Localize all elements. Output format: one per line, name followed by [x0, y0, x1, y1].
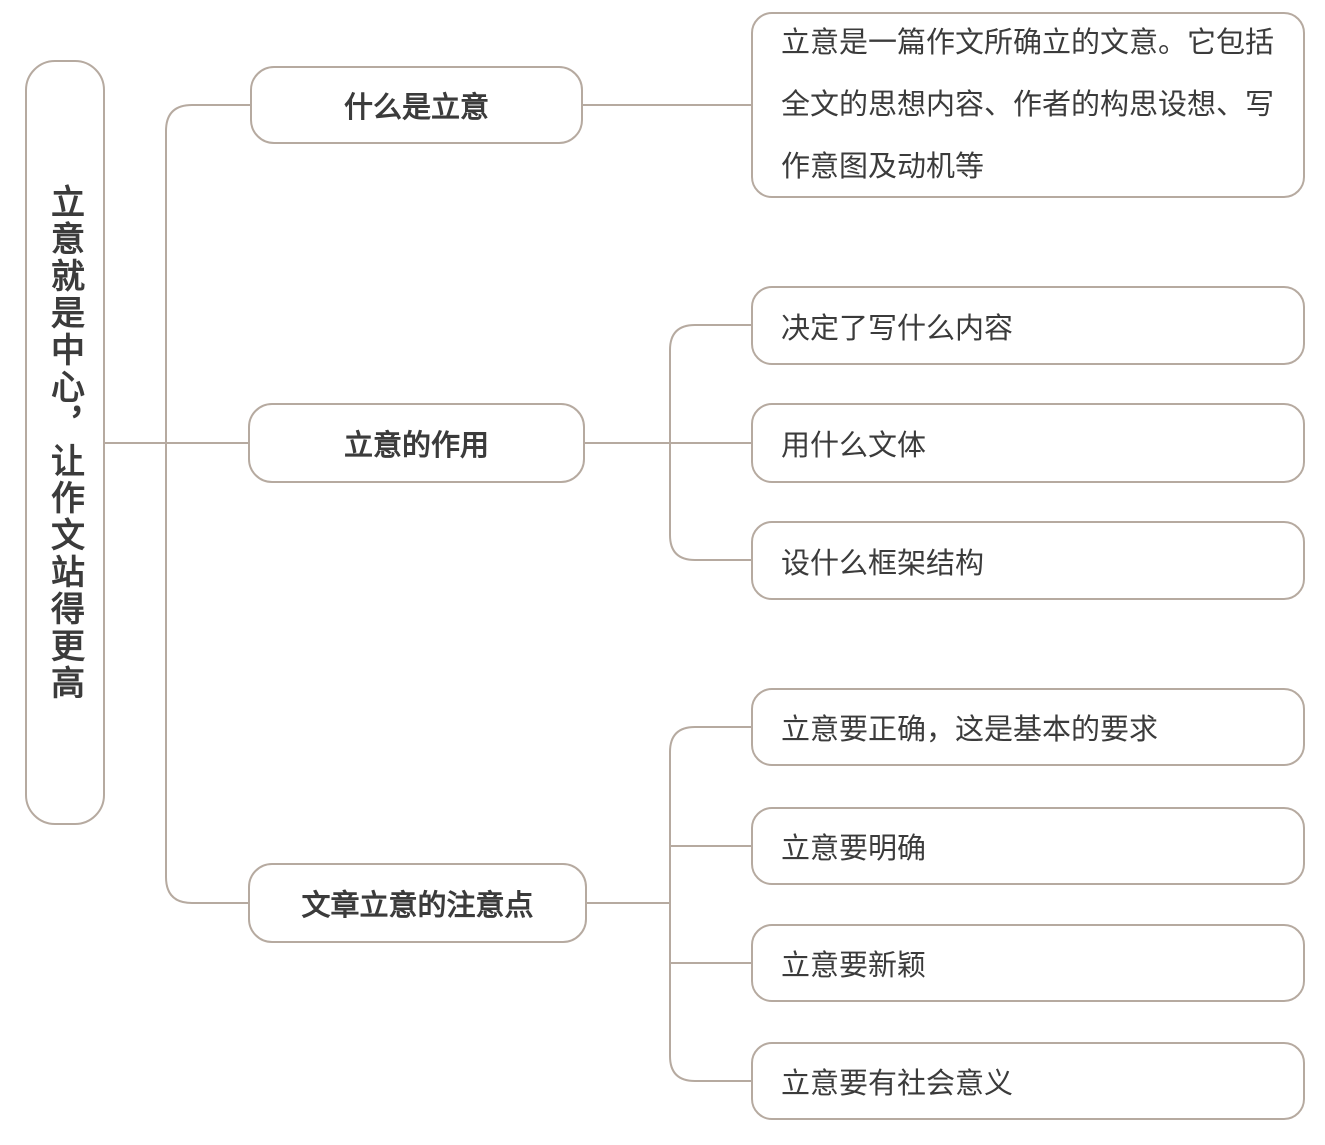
connector-branch2-subtrunk	[669, 324, 752, 561]
leaf-node-which-genre: 用什么文体	[751, 403, 1305, 483]
connector-branch3-subtrunk	[669, 726, 752, 1082]
leaf-node-novel: 立意要新颖	[751, 924, 1305, 1002]
connector-trunk	[165, 104, 250, 904]
branch-node-attention-points: 文章立意的注意点	[248, 863, 587, 943]
leaf-node-framework-structure: 设什么框架结构	[751, 521, 1305, 600]
leaf-node-decides-content: 决定了写什么内容	[751, 286, 1305, 365]
leaf-node-correct: 立意要正确，这是基本的要求	[751, 688, 1305, 766]
root-node: 立意就是中心，让作文站得更高	[25, 60, 105, 825]
branch-node-role-of-liyi: 立意的作用	[248, 403, 585, 483]
leaf-node-clear: 立意要明确	[751, 807, 1305, 885]
leaf-node-social-significance: 立意要有社会意义	[751, 1042, 1305, 1120]
leaf-node-liyi-definition: 立意是一篇作文所确立的文意。它包括全文的思想内容、作者的构思设想、写作意图及动机…	[751, 12, 1305, 198]
branch-node-what-is-liyi: 什么是立意	[250, 66, 583, 144]
